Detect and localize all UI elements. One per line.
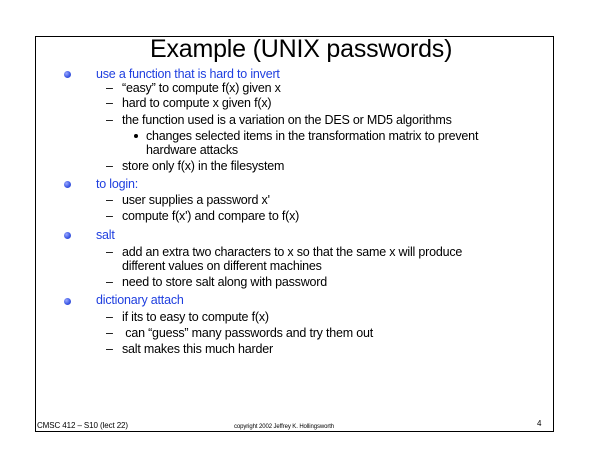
- item-4-sub-2: can “guess” many passwords and try them …: [122, 326, 374, 340]
- dash-icon: –: [106, 209, 113, 223]
- item-1-nested-2: hardware attacks: [146, 143, 238, 157]
- footer-copyright: copyright 2002 Jeffrey K. Hollingsworth: [234, 424, 335, 430]
- item-1-sub-3: the function used is a variation on the …: [122, 113, 452, 127]
- dash-icon: –: [106, 342, 113, 356]
- dash-icon: –: [106, 113, 113, 127]
- item-3-sub-1-cont: different values on different machines: [122, 259, 322, 273]
- item-4-sub-3: salt makes this much harder: [122, 342, 273, 356]
- item-1-sub-4: store only f(x) in the filesystem: [122, 159, 285, 173]
- dash-icon: –: [106, 310, 113, 324]
- item-2-text: to login:: [96, 177, 138, 191]
- item-2-sub-2: compute f(x') and compare to f(x): [122, 209, 300, 223]
- bullet-icon: [64, 298, 71, 305]
- dash-icon: –: [106, 81, 113, 95]
- bullet-icon: [64, 71, 71, 78]
- dash-icon: –: [106, 96, 113, 110]
- item-1-nested-1: changes selected items in the transforma…: [146, 129, 479, 143]
- item-1-sub-2: hard to compute x given f(x): [122, 96, 272, 110]
- page-number: 4: [537, 419, 542, 428]
- item-1-sub-1: “easy” to compute f(x) given x: [122, 81, 281, 95]
- bullet-icon: [64, 232, 71, 239]
- slide-frame: [35, 36, 554, 432]
- item-3-sub-1: add an extra two characters to x so that…: [122, 245, 463, 259]
- item-3-sub-2: need to store salt along with password: [122, 275, 328, 289]
- item-1-text: use a function that is hard to invert: [96, 67, 280, 81]
- footer-course: CMSC 412 – S10 (lect 22): [37, 421, 128, 430]
- dash-icon: –: [106, 159, 113, 173]
- slide-title: Example (UNIX passwords): [150, 35, 453, 63]
- item-4-sub-1: if its to easy to compute f(x): [122, 310, 269, 324]
- item-2-sub-1: user supplies a password x': [122, 193, 270, 207]
- dash-icon: –: [106, 275, 113, 289]
- dash-icon: –: [106, 326, 113, 340]
- dash-icon: –: [106, 245, 113, 259]
- item-3-text: salt: [96, 228, 115, 242]
- item-4-text: dictionary attach: [96, 293, 184, 307]
- small-bullet-icon: [134, 134, 138, 138]
- bullet-icon: [64, 181, 71, 188]
- dash-icon: –: [106, 193, 113, 207]
